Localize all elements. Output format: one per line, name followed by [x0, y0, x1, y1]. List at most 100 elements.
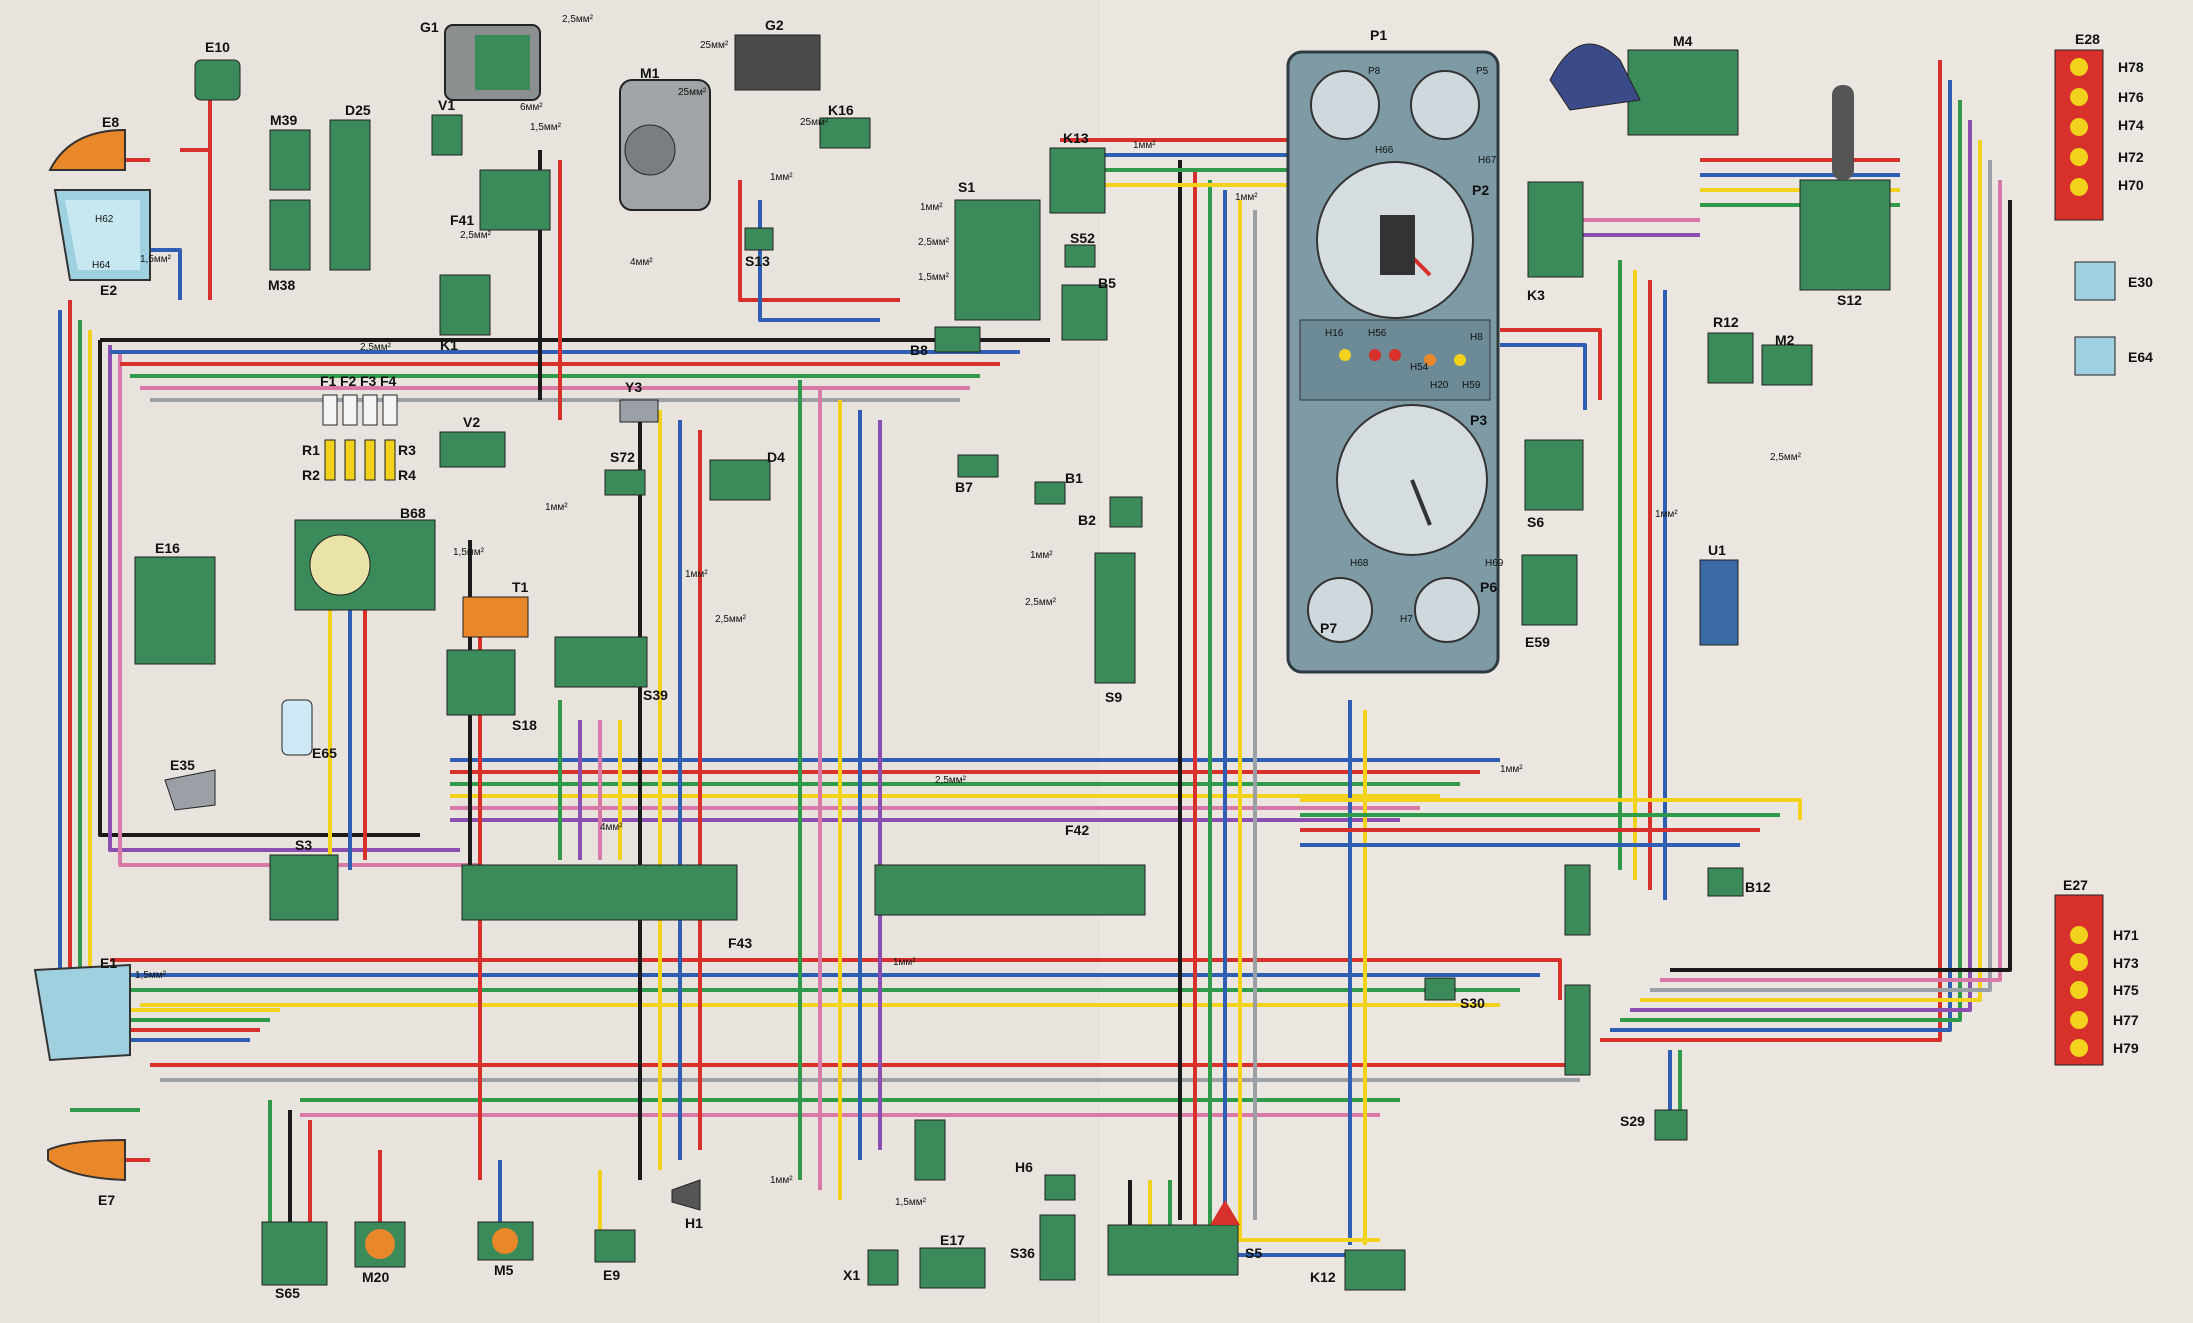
sensor-b7: B7: [955, 454, 999, 495]
label-f4: F4: [380, 373, 397, 389]
gauge-p7: [1307, 577, 1373, 643]
label-s13: S13: [745, 253, 770, 269]
label-h68: H68: [1350, 558, 1369, 569]
wire-size: 1,5мм²: [135, 970, 167, 981]
label-s3: S3: [295, 837, 312, 853]
connector-block-2: [1564, 984, 1591, 1076]
unit-u1: U1: [1699, 542, 1739, 646]
relay-v2: V2: [439, 414, 506, 468]
label-b7: B7: [955, 479, 973, 495]
label-h77: H77: [2113, 1012, 2139, 1028]
valve-y3: Y3: [619, 379, 659, 423]
wire-size: 1,5мм²: [530, 122, 562, 133]
coil-t1: T1: [462, 579, 529, 638]
label-v2: V2: [463, 414, 480, 430]
label-e9: E9: [603, 1267, 620, 1283]
switch-s13: S13: [744, 227, 774, 269]
label-e2: E2: [100, 282, 117, 298]
label-h59: H59: [1462, 380, 1481, 391]
ignition-s1: S1: [954, 179, 1041, 321]
label-s12: S12: [1837, 292, 1862, 308]
label-h66: H66: [1375, 145, 1394, 156]
label-h71: H71: [2113, 927, 2139, 943]
sensor-b5: B5: [1061, 275, 1116, 341]
label-k13: K13: [1063, 130, 1089, 146]
wire-size: 2,5мм²: [562, 14, 594, 25]
starter-m1: M1: [619, 65, 711, 211]
label-h76: H76: [2118, 89, 2144, 105]
label-d4: D4: [767, 449, 785, 465]
instrument-cluster-p1: P1 P8 P5 H66 H67 P2 H16 H56 H8 H54 H20 H…: [1286, 27, 1504, 674]
label-s9: S9: [1105, 689, 1122, 705]
wire-size: 2,5мм²: [935, 775, 967, 786]
wire: [1650, 160, 1992, 992]
motor-m4: M4: [1549, 33, 1739, 136]
module-m38: M38: [268, 199, 311, 293]
wire-size: 4мм²: [630, 257, 653, 268]
lamp-e59: E59: [1521, 554, 1578, 650]
resistor-block-r1-r4: R1 R2 R3 R4: [302, 439, 416, 483]
label-s30: S30: [1460, 995, 1485, 1011]
label-k16: K16: [828, 102, 854, 118]
wire: [1610, 80, 1952, 1032]
label-k12: K12: [1310, 1269, 1336, 1285]
label-x1: X1: [843, 1267, 860, 1283]
lamp-e65: E65: [281, 699, 337, 761]
label-e65: E65: [312, 745, 337, 761]
wire-size: 1мм²: [770, 172, 793, 183]
label-s72: S72: [610, 449, 635, 465]
label-f3: F3: [360, 373, 377, 389]
label-h6: H6: [1015, 1159, 1033, 1175]
label-s18: S18: [512, 717, 537, 733]
wire-size: 2,5мм²: [460, 230, 492, 241]
label-h79: H79: [2113, 1040, 2139, 1056]
wire-size: 1мм²: [1500, 764, 1523, 775]
relay-k13: K13: [1049, 130, 1106, 214]
label-t1: T1: [512, 579, 529, 595]
rear-lamp-e28: E28 H78 H76 H74 H72 H70: [2054, 31, 2144, 221]
label-p6: P6: [1480, 579, 1497, 595]
resistor-r12: R12: [1707, 314, 1754, 384]
label-p8: P8: [1368, 66, 1381, 77]
wire-size: 25мм²: [700, 40, 729, 51]
label-s39: S39: [643, 687, 668, 703]
wire: [1600, 60, 1942, 1042]
label-m20: M20: [362, 1269, 389, 1285]
wire-size: 2,5мм²: [360, 342, 392, 353]
label-s65: S65: [275, 1285, 300, 1301]
connector-block-1: [1564, 864, 1591, 936]
label-f1: F1: [320, 373, 337, 389]
switch-s5: S5: [1107, 1200, 1262, 1276]
gauge-p8: [1310, 70, 1380, 140]
wire-size: 1,5мм²: [918, 272, 950, 283]
switch-s6: S6: [1524, 439, 1584, 530]
gauge-p6: [1414, 577, 1480, 643]
wire-size: 1,5мм²: [453, 547, 485, 558]
sensor-b12: B12: [1707, 867, 1771, 897]
wire: [108, 345, 460, 852]
label-f41: F41: [450, 212, 474, 228]
wire: [98, 340, 420, 837]
diode-v1: V1: [431, 97, 463, 156]
wire-size: 25мм²: [800, 117, 829, 128]
label-h64: H64: [92, 260, 111, 271]
wire-size: 1мм²: [685, 569, 708, 580]
label-h74: H74: [2118, 117, 2144, 133]
wire-size: 1мм²: [1235, 192, 1258, 203]
fuse-block-f1-f4: F1 F2 F3 F4: [320, 373, 398, 426]
switch-s65: S65: [261, 1221, 328, 1301]
fuse-box-f43: F43: [461, 864, 752, 951]
label-r12: R12: [1713, 314, 1739, 330]
relay-k1: K1: [439, 274, 491, 353]
switch-s36: S36: [1010, 1214, 1076, 1281]
switch-s9: S9: [1094, 552, 1136, 705]
label-b68: B68: [400, 505, 426, 521]
wire-size: 2,5мм²: [715, 614, 747, 625]
label-s29: S29: [1620, 1113, 1645, 1129]
label-h78: H78: [2118, 59, 2144, 75]
label-g2: G2: [765, 17, 784, 33]
wire: [1670, 200, 2012, 972]
label-h56: H56: [1368, 328, 1387, 339]
label-m4: M4: [1673, 33, 1693, 49]
lamp-e10: E10: [194, 39, 241, 101]
